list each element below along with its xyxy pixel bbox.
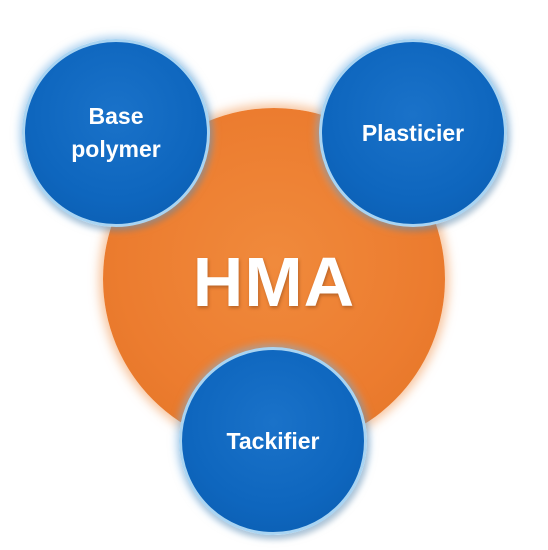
hma-label: HMA [192,243,356,321]
tackifier-circle: Tackifier [179,347,367,535]
base-polymer-circle: Base polymer [22,39,210,227]
tackifier-label: Tackifier [226,427,320,454]
base-polymer-label: Base polymer [71,103,161,162]
plasticier-label: Plasticier [361,119,465,146]
plasticier-circle: Plasticier [319,39,507,227]
